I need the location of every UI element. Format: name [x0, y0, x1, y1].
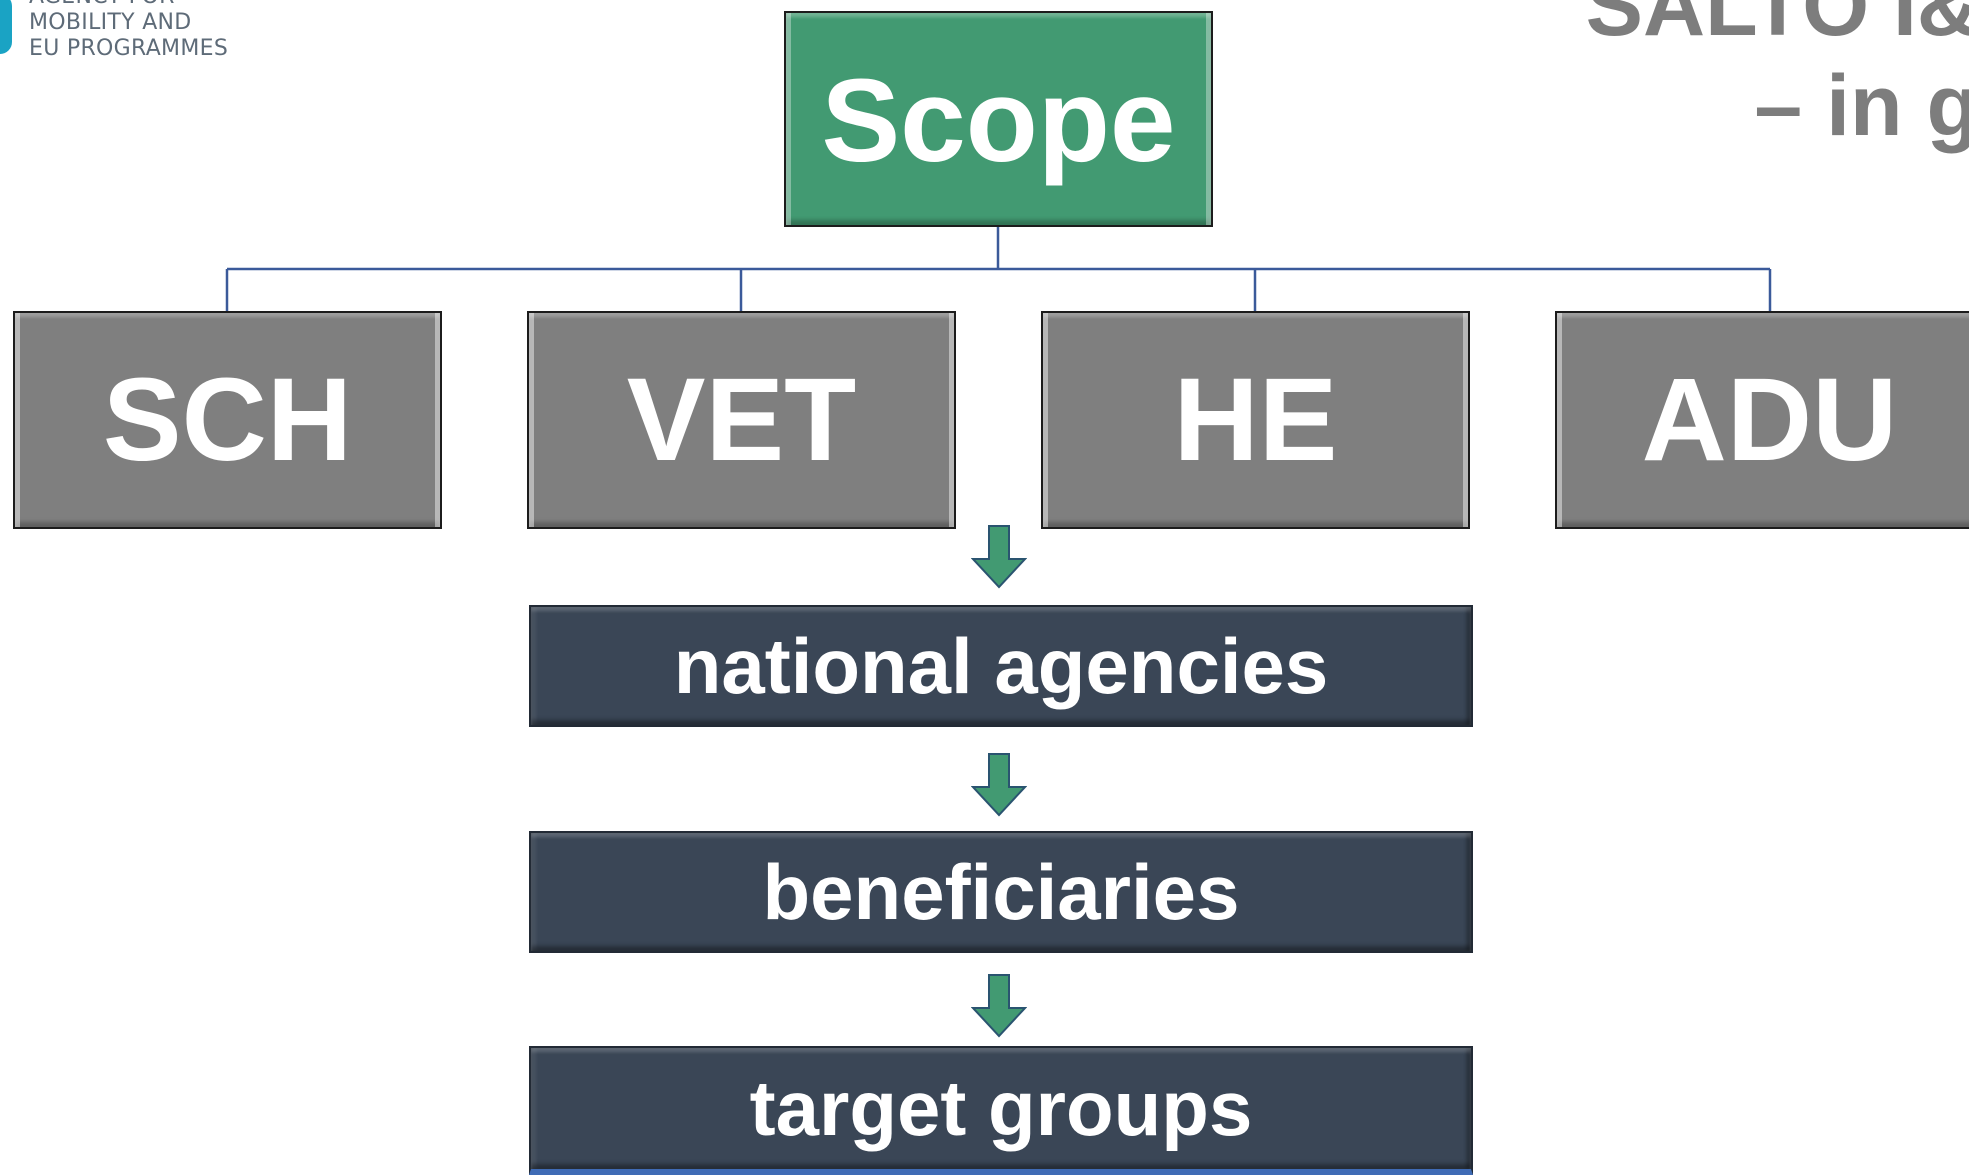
sector-box-vet: VET — [527, 311, 956, 529]
logo-line-2: MOBILITY AND — [29, 10, 192, 35]
sector-box-sch: SCH — [13, 311, 442, 529]
level-box-national-agencies: national agencies — [529, 605, 1473, 727]
title-line-2: – in g — [1754, 58, 1969, 154]
title-line-1: SALTO I& — [1585, 0, 1969, 54]
arrow-down-icon — [971, 974, 1027, 1038]
sector-box-adu: ADU — [1555, 311, 1969, 529]
logo-mark-icon — [0, 0, 12, 54]
level-box-beneficiaries: beneficiaries — [529, 831, 1473, 953]
logo-line-3: EU PROGRAMMES — [29, 36, 229, 61]
logo-text: AGENCY FOR MOBILITY AND EU PROGRAMMES — [29, 0, 228, 62]
agency-logo: AGENCY FOR MOBILITY AND EU PROGRAMMES — [0, 0, 240, 64]
sector-box-he: HE — [1041, 311, 1470, 529]
arrow-down-icon — [971, 525, 1027, 589]
scope-box: Scope — [784, 11, 1213, 227]
level-box-target-groups: target groups — [529, 1046, 1473, 1175]
slide-title: SALTO I& – in g — [1586, 0, 1969, 156]
logo-line-1: AGENCY FOR — [29, 0, 228, 10]
arrow-down-icon — [971, 753, 1027, 817]
